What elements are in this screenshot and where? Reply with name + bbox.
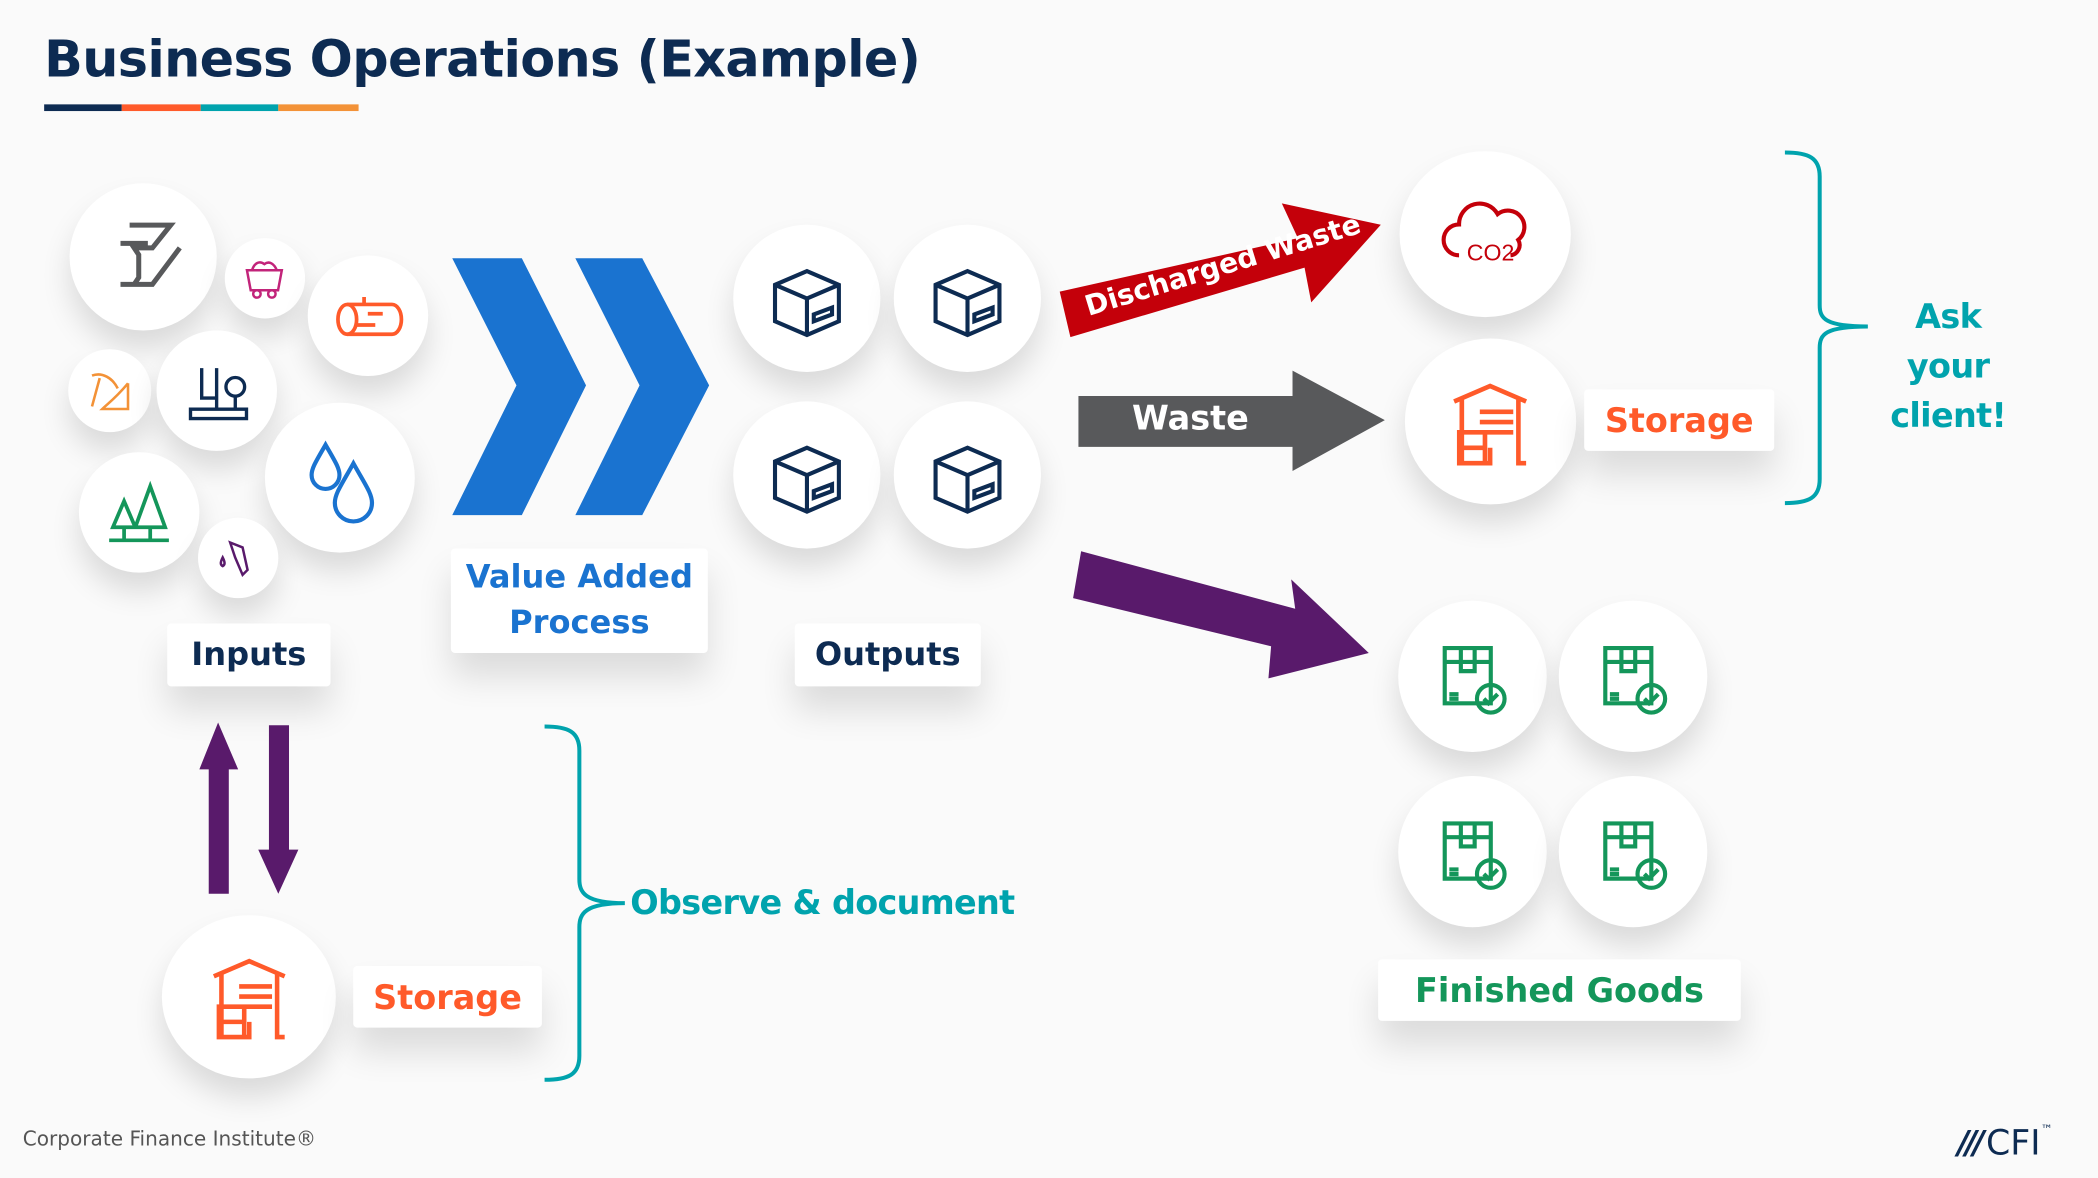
pipeline-icon [156, 330, 277, 451]
cfi-logo-mark: /// [1957, 1123, 1985, 1162]
process-chevrons [452, 258, 710, 516]
box-icon [733, 401, 881, 549]
ask-client-line1: Ask your [1906, 297, 1990, 386]
ask-client-line2: client! [1890, 396, 2007, 435]
footer-text: Corporate Finance Institute® [22, 1126, 317, 1151]
up-arrow [199, 722, 239, 894]
waste-label: Waste [1131, 398, 1249, 438]
underline-teal [200, 104, 279, 112]
pickaxe-icon [68, 349, 152, 433]
warehouse-icon [161, 915, 336, 1079]
box-icon [733, 224, 881, 372]
finished-goods-arrow [1073, 551, 1369, 679]
input-storage-label: Storage [353, 966, 542, 1028]
checked-box-icon [1558, 776, 1708, 928]
outputs-label: Outputs [794, 623, 981, 687]
discharged-waste-arrow [1059, 203, 1381, 338]
ask-client-brace [1784, 150, 1868, 506]
log-icon [307, 255, 429, 376]
waste-arrow [1078, 370, 1385, 471]
process-line1: Value Added [465, 558, 693, 596]
underline-light-orange [278, 104, 359, 112]
checked-box-icon [1398, 600, 1547, 752]
down-arrow [258, 725, 299, 894]
steel-beam-icon [69, 183, 217, 331]
process-line2: Process [509, 603, 650, 641]
fuel-nozzle-icon [198, 517, 279, 599]
ore-cart-icon [224, 238, 306, 319]
inputs-label: Inputs [167, 623, 331, 687]
warehouse-icon [1404, 338, 1577, 505]
water-drops-icon [264, 402, 415, 553]
co2-cloud-icon: CO2 [1399, 151, 1571, 318]
observe-document-text: Observe & document [630, 883, 1015, 922]
observe-brace [544, 724, 625, 1082]
checked-box-icon [1558, 600, 1708, 752]
ask-client-text: Ask your client! [1871, 292, 2026, 441]
chevron-2 [575, 258, 710, 516]
chevron-1 [452, 258, 587, 516]
underline-orange [121, 104, 201, 112]
box-icon [893, 401, 1041, 549]
finished-goods-label: Finished Goods [1378, 959, 1741, 1021]
underline-navy [44, 104, 122, 112]
cfi-logo-text: CFI [1986, 1123, 2041, 1165]
page-title: Business Operations (Example) [44, 29, 921, 89]
cfi-logo: /// CFI ™ [1958, 1124, 2053, 1164]
checked-box-icon [1398, 776, 1547, 928]
trees-icon [78, 452, 200, 573]
co2-text: CO2 [1467, 239, 1515, 265]
waste-storage-label: Storage [1584, 389, 1775, 451]
cfi-tm: ™ [2040, 1123, 2053, 1138]
box-icon [893, 224, 1041, 372]
